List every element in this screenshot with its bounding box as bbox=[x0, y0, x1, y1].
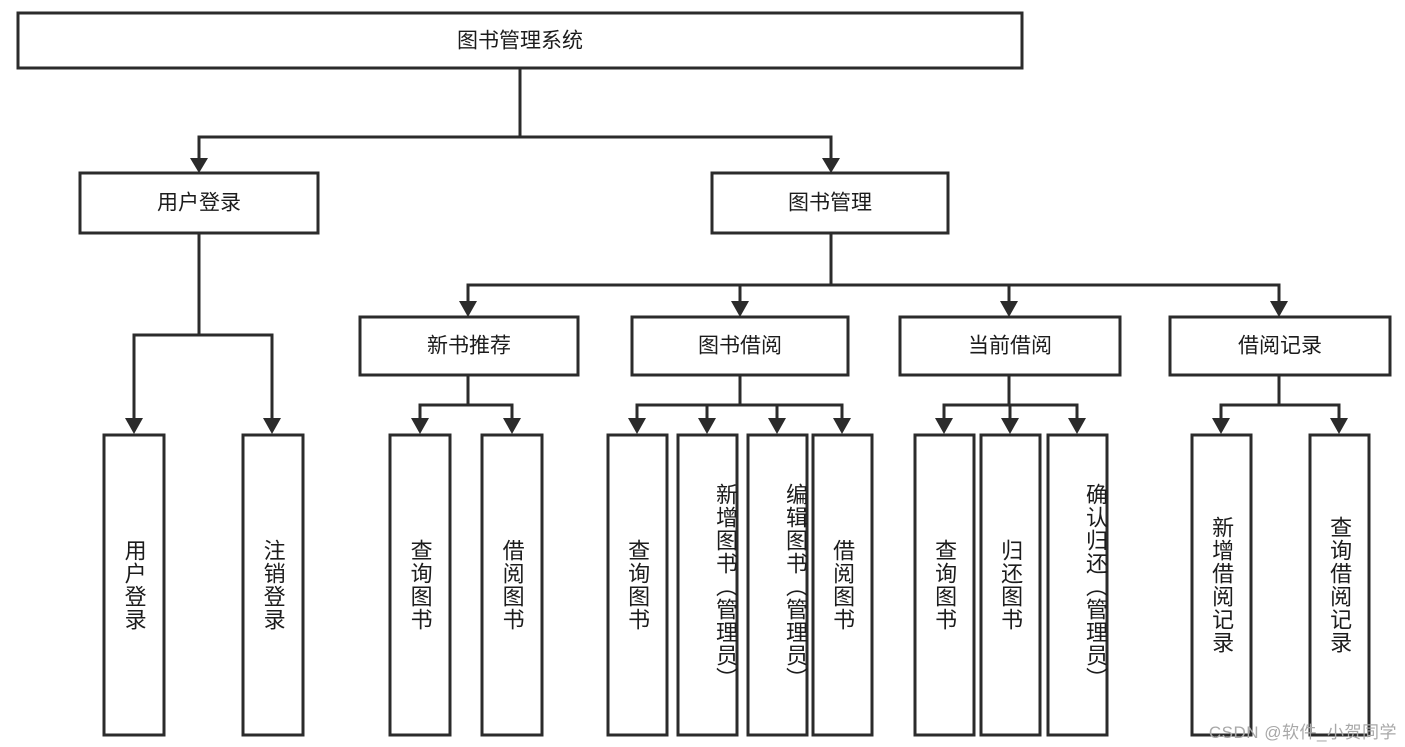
arrowhead-book-manage bbox=[822, 158, 840, 173]
node-add-borrow-record[interactable] bbox=[1190, 433, 1253, 737]
arrowhead-return-book bbox=[1001, 418, 1019, 434]
node-book-borrow[interactable] bbox=[630, 315, 850, 377]
node-borrow-record[interactable] bbox=[1168, 315, 1392, 377]
node-root[interactable] bbox=[16, 11, 1024, 70]
arrowhead-add-borrow-record bbox=[1212, 418, 1230, 434]
node-borrow-book-1[interactable] bbox=[480, 433, 544, 737]
node-new-book-rec-label: 新书推荐 bbox=[427, 335, 511, 358]
node-book-manage[interactable] bbox=[710, 171, 950, 235]
arrowhead-borrow-book-2 bbox=[833, 418, 851, 434]
arrowhead-user-login bbox=[190, 158, 208, 173]
node-user-logout-leaf[interactable] bbox=[241, 433, 305, 737]
node-query-borrow-record[interactable] bbox=[1308, 433, 1371, 737]
node-return-book[interactable] bbox=[979, 433, 1042, 737]
arrowhead-user-login-leaf bbox=[125, 418, 143, 434]
node-add-book-admin[interactable] bbox=[676, 433, 739, 737]
node-book-manage-label: 图书管理 bbox=[788, 192, 872, 215]
arrowhead-book-borrow bbox=[731, 301, 749, 317]
arrowhead-query-book-3 bbox=[935, 418, 953, 434]
node-new-book-rec[interactable] bbox=[358, 315, 580, 377]
arrowhead-edit-book-admin bbox=[768, 418, 786, 434]
node-root-label: 图书管理系统 bbox=[457, 30, 583, 53]
node-borrow-book-2[interactable] bbox=[811, 433, 874, 737]
node-book-borrow-label: 图书借阅 bbox=[698, 335, 782, 358]
arrowhead-query-book-2 bbox=[628, 418, 646, 434]
node-edit-book-admin[interactable] bbox=[746, 433, 809, 737]
node-current-borrow[interactable] bbox=[898, 315, 1122, 377]
arrowhead-borrow-book-1 bbox=[503, 418, 521, 434]
nodes: 图书管理系统 用户登录 图书管理 新书推荐 图书借阅 当前借阅 借阅记录 bbox=[16, 11, 1392, 737]
arrowhead-user-logout-leaf bbox=[263, 418, 281, 434]
arrowhead-current-borrow bbox=[1000, 301, 1018, 317]
node-user-login-leaf[interactable] bbox=[102, 433, 166, 737]
arrowhead-new-book-rec bbox=[459, 301, 477, 317]
csdn-watermark: CSDN @软件_小贺同学 bbox=[1208, 723, 1397, 742]
node-user-login[interactable] bbox=[78, 171, 320, 235]
node-query-book-1[interactable] bbox=[388, 433, 452, 737]
node-query-book-2[interactable] bbox=[606, 433, 669, 737]
node-current-borrow-label: 当前借阅 bbox=[968, 335, 1052, 358]
arrowhead-query-borrow-record bbox=[1330, 418, 1348, 434]
node-borrow-record-label: 借阅记录 bbox=[1238, 335, 1322, 358]
connectors bbox=[125, 66, 1348, 434]
node-confirm-return-admin[interactable] bbox=[1046, 433, 1109, 737]
arrowhead-confirm-return-admin bbox=[1068, 418, 1086, 434]
node-query-book-3[interactable] bbox=[913, 433, 976, 737]
arrowhead-borrow-record bbox=[1270, 301, 1288, 317]
node-user-login-label: 用户登录 bbox=[157, 192, 241, 215]
arrowhead-add-book-admin bbox=[698, 418, 716, 434]
arrowhead-query-book-1 bbox=[411, 418, 429, 434]
